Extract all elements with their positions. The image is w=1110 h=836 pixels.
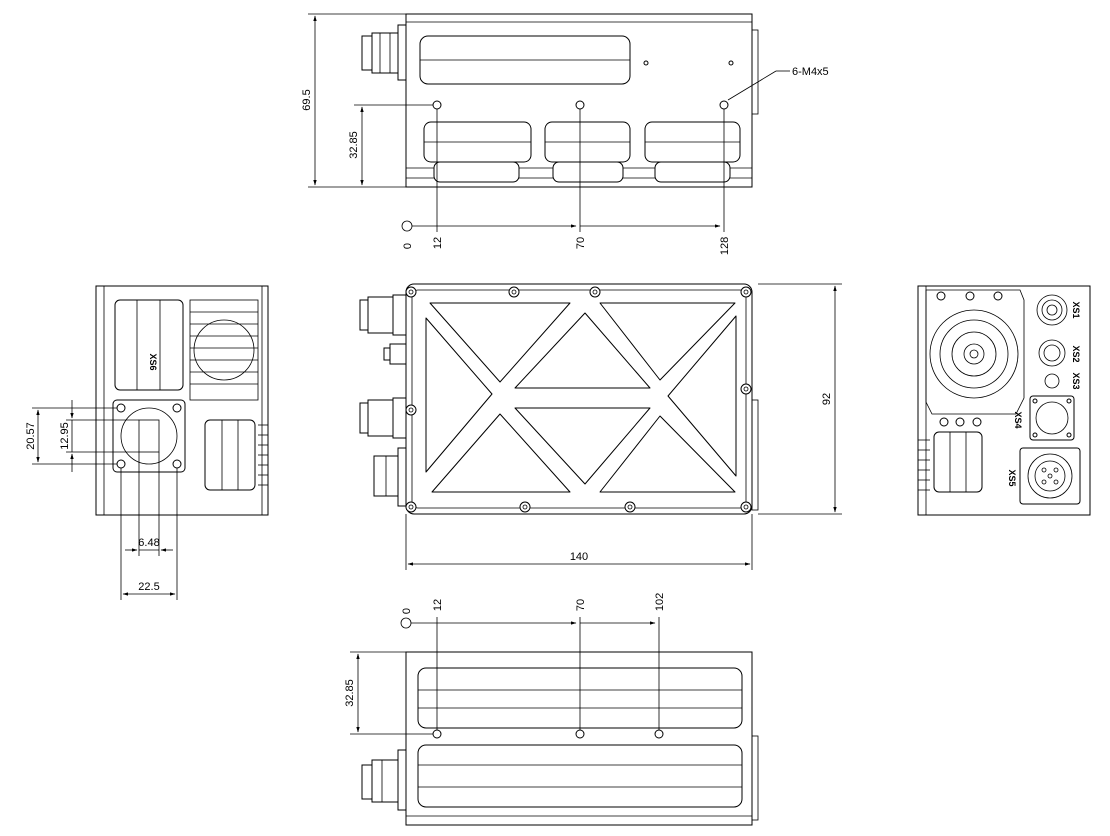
connector-label: XS6 [148, 353, 158, 370]
pocket [514, 312, 651, 389]
dim-hole-height: 32.85 [348, 131, 360, 159]
x-position-label: 12 [432, 599, 444, 611]
fan [925, 289, 1025, 427]
top-view-slot-group [423, 121, 532, 183]
bottom-view-connector [361, 749, 407, 811]
x-position-label: 0 [401, 608, 413, 614]
right-view: XS1 XS2 XS3 XS4 [917, 285, 1091, 516]
dim-inner-width: 6.48 [138, 537, 159, 549]
x-position-label: 128 [719, 237, 731, 255]
screw-holes [405, 286, 752, 513]
left-view: XS6 [25, 285, 269, 600]
connector-label: XS3 [1071, 372, 1081, 389]
connector-label: XS1 [1071, 301, 1081, 318]
xs5-connector: XS5 [1007, 447, 1081, 505]
x-position-label: 70 [575, 599, 587, 611]
xs6-connector [112, 399, 186, 473]
pocket [667, 315, 737, 477]
dim-front-height: 92 [821, 393, 833, 405]
dim-outer-width: 22.5 [138, 581, 159, 593]
x-position-label: 70 [575, 237, 587, 249]
top-view-slot-group [644, 121, 741, 183]
front-view: 92 140 [359, 283, 842, 570]
dim-front-width: 140 [570, 551, 588, 563]
pocket [431, 413, 571, 493]
pocket [429, 302, 571, 383]
dim-hole-height: 32.85 [344, 679, 356, 707]
xs2-connector: XS2 [1038, 339, 1081, 367]
origin-marker [401, 220, 413, 232]
pocket [599, 415, 736, 493]
xs3-connector: XS3 [1044, 372, 1081, 390]
top-view: 69.5 32.85 6-M4x5 0 12 70 128 [301, 13, 829, 255]
top-view-connector [361, 24, 407, 81]
m4-hole [432, 100, 442, 110]
x-position-label: 102 [654, 593, 666, 611]
m4-hole [719, 100, 729, 110]
dim-inner-height: 12.95 [59, 422, 71, 450]
dim-outer-height: 20.57 [25, 422, 37, 450]
right-view-body [917, 285, 1091, 516]
pocket [599, 302, 736, 381]
origin-marker [400, 617, 412, 629]
pocket [514, 407, 651, 485]
front-view-connectors [359, 294, 407, 507]
m4-hole [575, 100, 585, 110]
pocket [425, 317, 493, 473]
x-position-label: 0 [402, 243, 414, 249]
connector-label: XS2 [1071, 345, 1081, 362]
connector-label: XS5 [1007, 469, 1017, 486]
dim-overall-height: 69.5 [301, 89, 313, 110]
fan-grille [189, 299, 259, 401]
xs4-connector: XS4 [1013, 395, 1075, 441]
x-position-label: 12 [432, 237, 444, 249]
xs1-connector: XS1 [1036, 294, 1081, 326]
bottom-view: 0 12 70 102 32.85 [344, 593, 759, 826]
hole-callout: 6-M4x5 [792, 66, 829, 78]
top-view-slot-group [544, 121, 631, 183]
connector-label: XS4 [1013, 411, 1023, 428]
left-view-body [95, 285, 269, 516]
